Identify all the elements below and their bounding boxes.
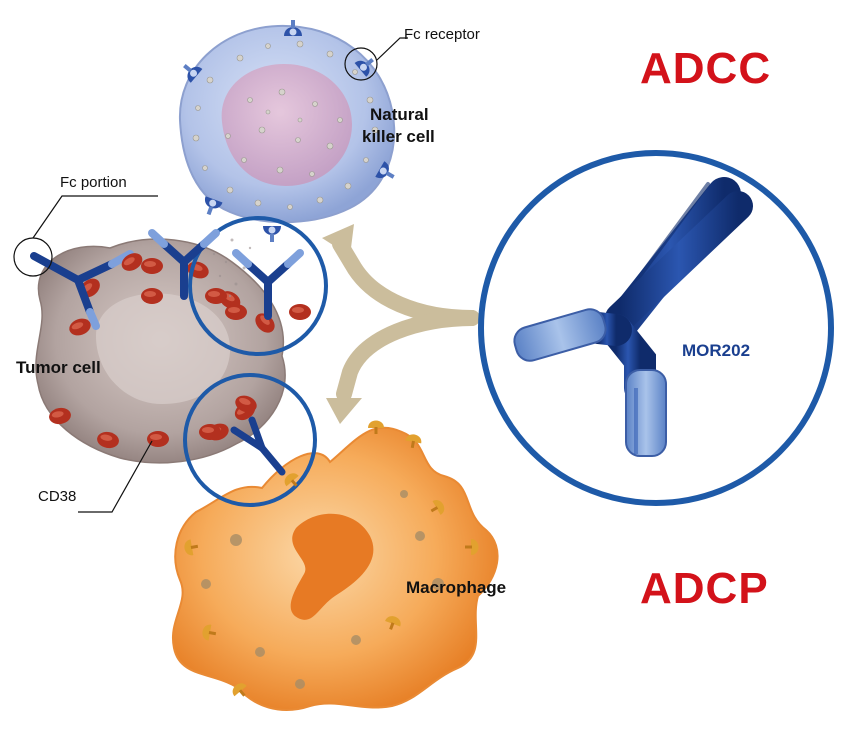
mechanism-arrows — [322, 224, 480, 424]
cd38-label: CD38 — [38, 488, 77, 505]
fc-portion-label: Fc portion — [60, 174, 127, 191]
adcc-title: ADCC — [640, 44, 772, 93]
natural-killer-label-line1: Natural — [370, 105, 429, 124]
fc-portion-antibody — [30, 249, 146, 330]
adcc-binding-detail — [141, 216, 328, 356]
natural-killer-cell — [178, 20, 399, 242]
macrophage-cell — [171, 420, 499, 711]
natural-killer-label-line2: killer cell — [362, 127, 435, 146]
fc-receptor-label: Fc receptor — [404, 26, 480, 43]
tumor-cell-label: Tumor cell — [16, 358, 101, 377]
adcp-binding-detail — [183, 373, 317, 507]
mor202-antibody-detail — [478, 150, 834, 506]
callout-lines — [13, 37, 408, 513]
tumor-cell — [35, 238, 286, 464]
macrophage-label: Macrophage — [406, 578, 507, 597]
mor202-label: MOR202 — [682, 341, 751, 360]
adcp-title: ADCP — [640, 564, 769, 613]
